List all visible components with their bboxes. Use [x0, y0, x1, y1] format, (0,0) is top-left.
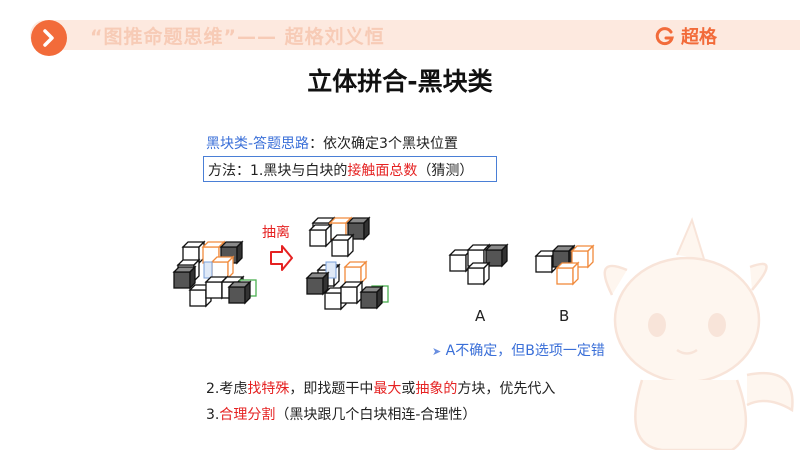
note-text: A不确定，但B选项一定错	[445, 343, 605, 359]
method-box	[203, 156, 497, 182]
slide-title: 立体拼合-黑块类	[307, 67, 493, 96]
extract-arrow-icon	[270, 245, 293, 271]
brand-logo: 超格	[655, 24, 717, 48]
extract-label: 抽离	[262, 225, 290, 241]
option-a-figure	[449, 244, 508, 285]
option-a-label: A	[475, 307, 486, 325]
method-highlight: 接触面总数	[347, 163, 418, 179]
point2-mid-2: 或	[401, 381, 416, 397]
method-suffix: （猜测）	[417, 163, 474, 179]
point-2: 2.考虑找特殊，即找题干中最大或抽象的方块，优先代入	[206, 378, 555, 398]
point3-prefix: 3.	[206, 407, 220, 423]
method-prefix: 方法：1.黑块与白块的	[208, 163, 348, 179]
tip-prefix: 黑块类-答题思路	[206, 136, 310, 152]
brand-name: 超格	[681, 27, 717, 48]
point3-highlight: 合理分割	[219, 407, 276, 423]
point2-highlight-3: 抽象的	[415, 381, 458, 397]
assembled-cube-figure	[173, 241, 257, 307]
header-title: “图推命题思维”—— 超格刘义恒	[90, 26, 385, 48]
option-b-label: B	[559, 307, 570, 325]
point2-suffix: 方块，优先代入	[457, 381, 556, 397]
next-arrow-icon[interactable]	[31, 20, 67, 56]
brand-g-icon	[655, 27, 674, 46]
point2-prefix: 2.考虑	[206, 381, 248, 397]
remaining-structure	[306, 261, 389, 310]
tip-line: 黑块类-答题思路：依次确定3个黑块位置	[206, 133, 458, 153]
point-3: 3.合理分割（黑块跟几个白块相连-合理性）	[206, 404, 476, 424]
extracted-piece-top	[309, 217, 370, 257]
point3-suffix: （黑块跟几个白块相连-合理性）	[275, 407, 477, 423]
header-bar	[30, 20, 800, 50]
method-line: 方法：1.黑块与白块的接触面总数（猜测）	[208, 160, 473, 180]
unicorn-mascot-icon	[603, 217, 794, 450]
bullet-arrow-icon: ➤	[432, 345, 442, 358]
note-line: ➤ A不确定，但B选项一定错	[432, 340, 605, 360]
tip-rest: ：依次确定3个黑块位置	[309, 136, 458, 152]
point2-highlight-1: 找特殊	[247, 381, 290, 397]
point2-mid-1: ，即找题干中	[289, 381, 374, 397]
point2-highlight-2: 最大	[373, 381, 402, 397]
